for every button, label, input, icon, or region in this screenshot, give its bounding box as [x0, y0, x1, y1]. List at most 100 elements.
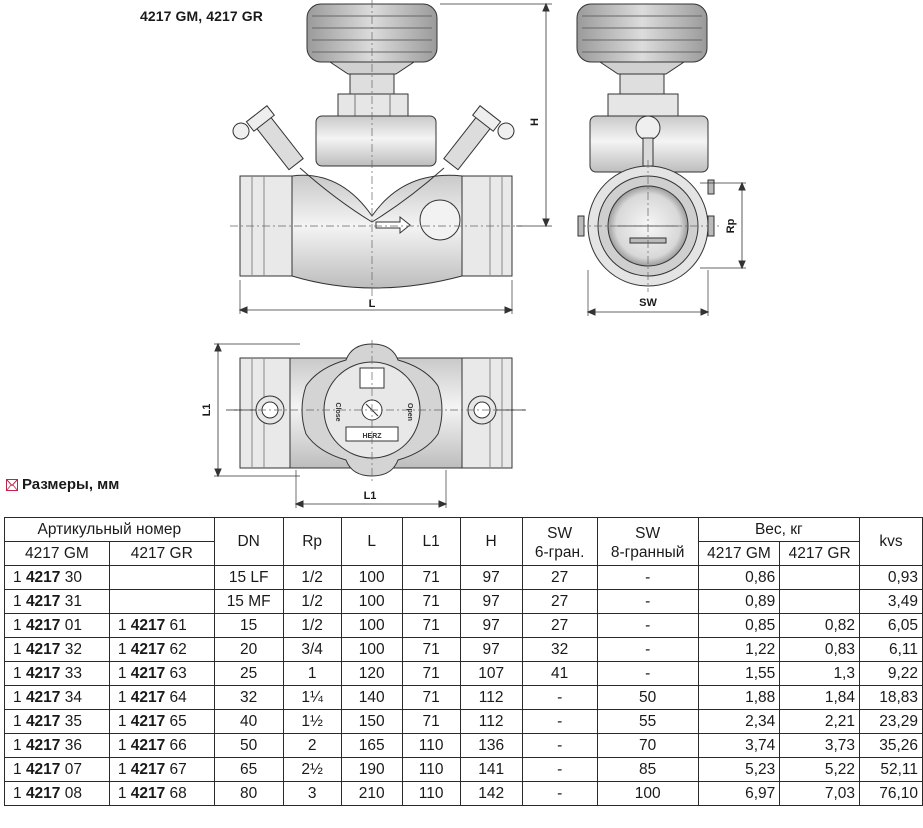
side-view-drawing — [576, 3, 746, 316]
cell-weight-gr: 7,03 — [779, 781, 860, 806]
cell-sw-6: 41 — [521, 661, 598, 686]
cell-article-gm: 1 4217 34 — [4, 685, 110, 710]
header-l1: L1 — [401, 517, 461, 566]
cell-l1: 71 — [401, 661, 461, 686]
cell-weight-gr: 0,83 — [779, 637, 860, 662]
dimension-label-sw: SW — [639, 297, 657, 309]
article-part: 08 — [60, 784, 82, 802]
article-part: 4217 — [130, 736, 166, 754]
article-part: 07 — [60, 760, 82, 778]
article-part: 4217 — [130, 640, 166, 658]
cell-weight-gr: 1,3 — [779, 661, 860, 686]
article-part: 1 — [13, 616, 26, 634]
cell-dn: 32 — [213, 685, 284, 710]
cell-article-gr: 1 4217 64 — [108, 685, 215, 710]
cell-h: 112 — [459, 685, 523, 710]
header-sw-8-top: SW — [635, 524, 661, 542]
cell-weight-gm: 3,74 — [697, 733, 781, 758]
article-part: 4217 — [130, 760, 166, 778]
header-weight-gr: 4217 GR — [779, 541, 860, 566]
article-part: 33 — [60, 664, 82, 682]
article-part: 4217 — [25, 664, 61, 682]
cell-rp: 3 — [282, 781, 342, 806]
cell-rp: 1½ — [282, 709, 342, 734]
cell-weight-gm: 0,85 — [697, 613, 781, 638]
article-part: 4217 — [25, 568, 61, 586]
article-part: 62 — [165, 640, 187, 658]
cell-rp: 1¼ — [282, 685, 342, 710]
cell-sw-6: 27 — [521, 565, 598, 590]
article-part: 68 — [165, 784, 187, 802]
cell-sw-6: - — [521, 757, 598, 782]
header-weight: Вес, кг — [697, 517, 861, 542]
cell-sw-6: - — [521, 733, 598, 758]
cell-rp: 2½ — [282, 757, 342, 782]
header-dn: DN — [213, 517, 284, 566]
dimension-label-l: L — [369, 298, 376, 310]
article-part: 1 — [117, 760, 131, 778]
front-view-drawing — [230, 0, 552, 314]
article-part: 4217 — [25, 640, 61, 658]
article-part: 4217 — [130, 664, 166, 682]
article-part: 61 — [165, 616, 187, 634]
table-header-row: Артикульный номер DN Rp L L1 H SW 6-гран… — [4, 517, 923, 566]
cell-l: 100 — [340, 589, 403, 614]
header-kvs: kvs — [859, 517, 923, 566]
cell-rp: 1/2 — [282, 589, 342, 614]
cell-article-gm: 1 4217 36 — [4, 733, 110, 758]
cell-weight-gr: 0,82 — [779, 613, 860, 638]
cell-dn: 15 LF — [213, 565, 284, 590]
cell-dn: 50 — [213, 733, 284, 758]
cell-weight-gr: 3,73 — [779, 733, 860, 758]
cell-weight-gr — [779, 565, 860, 590]
cell-dn: 40 — [213, 709, 284, 734]
cell-kvs: 9,22 — [859, 661, 923, 686]
dimensions-heading-text: Размеры, мм — [22, 476, 120, 493]
cell-sw-8: 100 — [596, 781, 699, 806]
cell-weight-gr: 2,21 — [779, 709, 860, 734]
article-part: 32 — [60, 640, 82, 658]
cell-kvs: 35,26 — [859, 733, 923, 758]
article-part: 01 — [60, 616, 82, 634]
cell-weight-gm: 6,97 — [697, 781, 781, 806]
article-part: 35 — [60, 712, 82, 730]
article-part: 1 — [117, 616, 131, 634]
header-sw-8: SW 8-гранный — [596, 517, 699, 566]
cell-weight-gr: 5,22 — [779, 757, 860, 782]
cell-l: 150 — [340, 709, 403, 734]
cell-h: 142 — [459, 781, 523, 806]
article-part: 4217 — [25, 784, 61, 802]
cell-weight-gm: 1,22 — [697, 637, 781, 662]
cell-article-gr: 1 4217 67 — [108, 757, 215, 782]
article-part: 31 — [60, 592, 82, 610]
cell-sw-8: - — [596, 613, 699, 638]
cell-l: 210 — [340, 781, 403, 806]
cell-article-gr: 1 4217 65 — [108, 709, 215, 734]
cell-l: 140 — [340, 685, 403, 710]
cell-l: 165 — [340, 733, 403, 758]
dimension-label-h: H — [529, 118, 541, 126]
article-part: 4217 — [25, 592, 61, 610]
cell-sw-8: - — [596, 565, 699, 590]
article-part: 1 — [13, 592, 26, 610]
article-part: 1 — [13, 664, 26, 682]
article-part: 1 — [13, 784, 26, 802]
article-part: 1 — [117, 736, 131, 754]
cell-sw-6: 32 — [521, 637, 598, 662]
article-part: 1 — [13, 736, 26, 754]
dimensions-table: Артикульный номер DN Rp L L1 H SW 6-гран… — [4, 517, 923, 806]
cell-dn: 25 — [213, 661, 284, 686]
cell-kvs: 52,11 — [859, 757, 923, 782]
cell-h: 107 — [459, 661, 523, 686]
cell-l1: 71 — [401, 637, 461, 662]
cell-l1: 71 — [401, 565, 461, 590]
header-h: H — [459, 517, 523, 566]
dimensions-heading: Размеры, мм — [6, 476, 119, 493]
cell-dn: 80 — [213, 781, 284, 806]
